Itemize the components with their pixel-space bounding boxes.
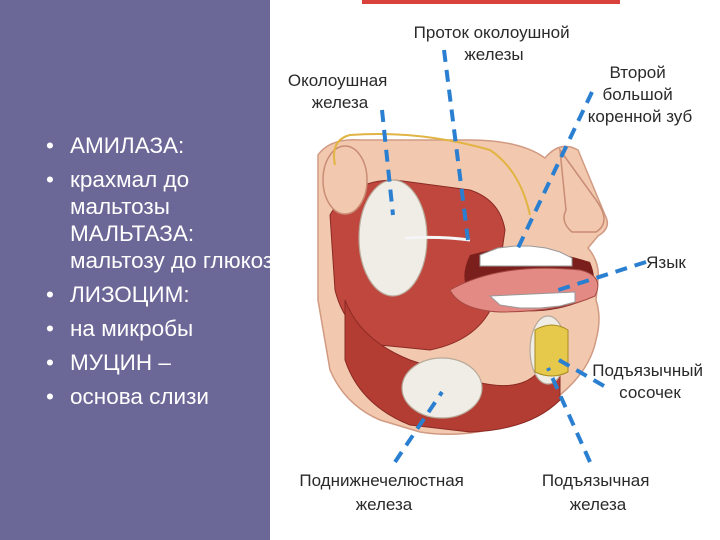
accent-bar (362, 0, 620, 4)
label-parotid-gland: Околоушная железа (288, 71, 392, 112)
pointer-parotid-gland (380, 109, 395, 216)
bullet-text: мальтозы (70, 194, 170, 219)
pointer-second-molar (516, 91, 594, 249)
bullet-marker: • (46, 133, 54, 158)
bullet-marker: • (46, 350, 54, 375)
head-illustration (317, 133, 609, 436)
ear-lobe (322, 145, 368, 215)
left-text-panel: • АМИЛАЗА: • крахмал до мальтозы МАЛЬТАЗА:… (0, 0, 270, 540)
pointer-sublingual-gland (546, 367, 592, 463)
bullet-item: • основа слизи (46, 383, 270, 410)
bullet-marker: • (46, 167, 54, 192)
bullet-item: • ЛИЗОЦИМ: (46, 281, 270, 308)
bullet-text: ЛИЗОЦИМ: (70, 282, 190, 307)
bullet-marker: • (46, 282, 54, 307)
pointer-sublingual-papilla (551, 354, 605, 388)
tissue-outline (333, 133, 531, 216)
label-sublingual-papilla: Подъязычный сосочек (592, 361, 707, 402)
pointer-parotid-duct (442, 49, 470, 241)
bullet-marker: • (46, 384, 54, 409)
bullet-text: крахмал до (70, 167, 190, 192)
label-submandibular-gland: Поднижнечелюстная железа (299, 471, 468, 514)
bullet-text: МАЛЬТАЗА: (70, 221, 195, 246)
bullet-item: • АМИЛАЗА: (46, 132, 270, 159)
bullet-text: на микробы (70, 316, 194, 341)
submandibular-gland-shape (401, 357, 483, 419)
sublingual-papilla-shape (534, 324, 569, 377)
bullet-item: • МУЦИН – (46, 349, 270, 376)
label-tongue: Язык (646, 253, 686, 272)
bullet-item: • крахмал до (46, 166, 270, 193)
bullet-continuation: МАЛЬТАЗА: (46, 220, 270, 247)
jaw-muscle (344, 299, 561, 433)
label-sublingual-gland: Подъязычная железа (542, 471, 654, 514)
teeth-upper (479, 245, 573, 267)
teeth-lower (488, 291, 576, 309)
label-parotid-duct: Проток околоушной железы (414, 23, 575, 64)
bullet-text: МУЦИН – (70, 350, 171, 375)
bullet-list: • АМИЛАЗА: • крахмал до мальтозы МАЛЬТАЗА:… (46, 132, 270, 417)
bullet-text: мальтозу до глюкозы (70, 248, 270, 273)
bullet-item: • на микробы (46, 315, 270, 342)
bullet-continuation: мальтозы (46, 193, 270, 220)
bullet-text: АМИЛАЗА: (70, 133, 185, 158)
bullet-text: основа слизи (70, 384, 209, 409)
parotid-duct-shape (404, 235, 471, 242)
label-pointers (380, 49, 647, 464)
pointer-submandibular-gland (393, 390, 444, 464)
pointer-tongue (551, 260, 647, 294)
label-second-molar: Второй большой коренной зуб (588, 63, 693, 126)
bullet-continuation: мальтозу до глюкозы (46, 247, 270, 274)
nose (558, 147, 605, 233)
bullet-marker: • (46, 316, 54, 341)
